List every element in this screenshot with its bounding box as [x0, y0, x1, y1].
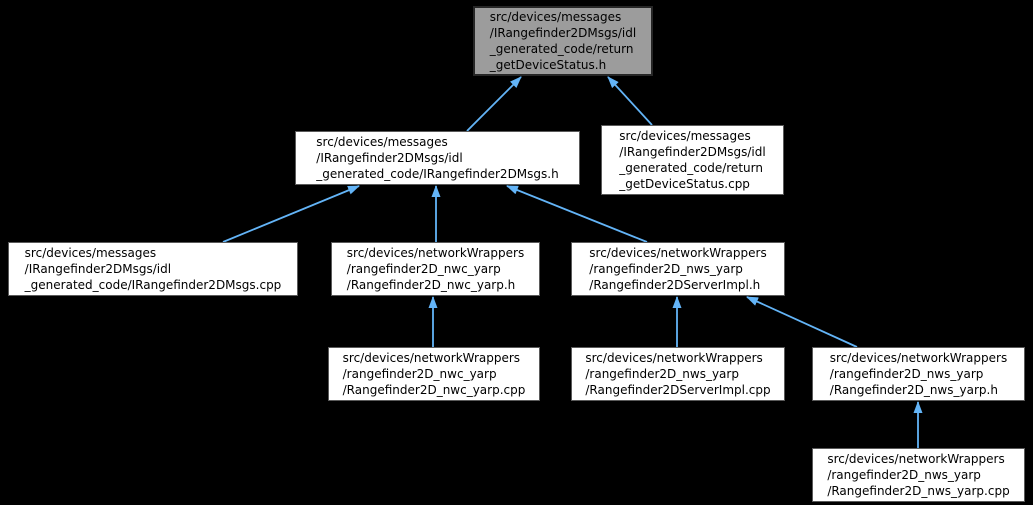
node-label: src/devices/messages /IRangefinder2DMsgs…: [619, 128, 765, 192]
node-rangefinder2dserverimpl-h[interactable]: src/devices/networkWrappers /rangefinder…: [571, 242, 785, 296]
node-label-line: /Rangefinder2DServerImpl.cpp: [585, 383, 771, 397]
node-label: src/devices/networkWrappers /rangefinder…: [343, 350, 526, 398]
node-return-getdevicestatus-h: src/devices/messages /IRangefinder2DMsgs…: [473, 6, 653, 76]
node-label-line: /IRangefinder2DMsgs/idl: [619, 145, 766, 159]
node-label-line: /IRangefinder2DMsgs/idl: [24, 262, 172, 276]
node-irangefinder2dmsgs-h[interactable]: src/devices/messages /IRangefinder2DMsgs…: [295, 131, 580, 185]
node-label-line: /Rangefinder2D_nws_yarp.cpp: [827, 484, 1010, 498]
node-return-getdevicestatus-cpp[interactable]: src/devices/messages /IRangefinder2DMsgs…: [601, 125, 784, 195]
node-label-line: src/devices/networkWrappers: [827, 452, 1005, 466]
node-label-line: src/devices/networkWrappers: [342, 351, 521, 365]
node-rangefinder2dserverimpl-cpp[interactable]: src/devices/networkWrappers /rangefinder…: [571, 347, 785, 401]
node-label-line: /rangefinder2D_nwc_yarp: [342, 367, 497, 381]
edge-irangefinder2dmsgs-cpp-to-irangefinder2dmsgs-h: [222, 185, 360, 243]
node-label: src/devices/networkWrappers /rangefinder…: [347, 245, 524, 293]
node-label-line: /Rangefinder2D_nws_yarp.h: [829, 383, 998, 397]
node-label-line: _generated_code/return: [489, 42, 634, 56]
node-label-line: _generated_code/IRangefinder2DMsgs.cpp: [24, 278, 282, 292]
edge-irangefinder2dmsgs-h-to-return-getdevicestatus-h: [466, 76, 522, 132]
node-label-line: /rangefinder2D_nwc_yarp: [346, 262, 501, 276]
node-label-line: src/devices/messages: [316, 135, 448, 149]
node-label-line: src/devices/messages: [619, 129, 751, 143]
node-rangefinder2d-nws-yarp-h[interactable]: src/devices/networkWrappers /rangefinder…: [812, 347, 1025, 401]
node-label-line: _generated_code/return: [619, 161, 763, 175]
node-label-line: /rangefinder2D_nws_yarp: [829, 367, 984, 381]
node-label-line: /Rangefinder2D_nwc_yarp.h: [346, 278, 516, 292]
node-label-line: /Rangefinder2DServerImpl.h: [589, 278, 761, 292]
node-label-line: src/devices/networkWrappers: [585, 351, 763, 365]
node-label: src/devices/networkWrappers /rangefinder…: [827, 451, 1009, 499]
node-label-line: _getDeviceStatus.h: [489, 58, 607, 72]
node-rangefinder2d-nws-yarp-cpp[interactable]: src/devices/networkWrappers /rangefinder…: [812, 448, 1025, 502]
node-label: src/devices/messages /IRangefinder2DMsgs…: [316, 134, 558, 182]
node-label-line: /IRangefinder2DMsgs/idl: [316, 151, 463, 165]
node-rangefinder2d-nwc-yarp-h[interactable]: src/devices/networkWrappers /rangefinder…: [331, 242, 540, 296]
node-label-line: src/devices/messages: [489, 10, 622, 24]
node-label-line: src/devices/networkWrappers: [829, 351, 1008, 365]
edge-return-getdevicestatus-cpp-to-return-getdevicestatus-h: [607, 76, 653, 126]
node-label-line: _generated_code/IRangefinder2DMsgs.h: [316, 167, 559, 181]
node-label: src/devices/messages /IRangefinder2DMsgs…: [490, 9, 636, 73]
node-label-line: /rangefinder2D_nws_yarp: [585, 367, 739, 381]
node-label: src/devices/messages /IRangefinder2DMsgs…: [25, 245, 282, 293]
node-label: src/devices/networkWrappers /rangefinder…: [585, 350, 770, 398]
node-label-line: /IRangefinder2DMsgs/idl: [489, 26, 637, 40]
node-label-line: src/devices/messages: [24, 246, 157, 260]
edge-rangefinder2d-nws-yarp-h-to-rangefinder2dserverimpl-h: [746, 296, 858, 348]
node-label-line: /rangefinder2D_nws_yarp: [827, 468, 981, 482]
node-label-line: _getDeviceStatus.cpp: [619, 177, 750, 191]
node-label: src/devices/networkWrappers /rangefinder…: [830, 350, 1007, 398]
node-label-line: /rangefinder2D_nws_yarp: [589, 262, 743, 276]
node-label-line: /Rangefinder2D_nwc_yarp.cpp: [342, 383, 526, 397]
node-irangefinder2dmsgs-cpp[interactable]: src/devices/messages /IRangefinder2DMsgs…: [8, 242, 298, 296]
node-label: src/devices/networkWrappers /rangefinder…: [589, 245, 766, 293]
node-label-line: src/devices/networkWrappers: [346, 246, 525, 260]
node-label-line: src/devices/networkWrappers: [589, 246, 767, 260]
node-rangefinder2d-nwc-yarp-cpp[interactable]: src/devices/networkWrappers /rangefinder…: [328, 347, 540, 401]
